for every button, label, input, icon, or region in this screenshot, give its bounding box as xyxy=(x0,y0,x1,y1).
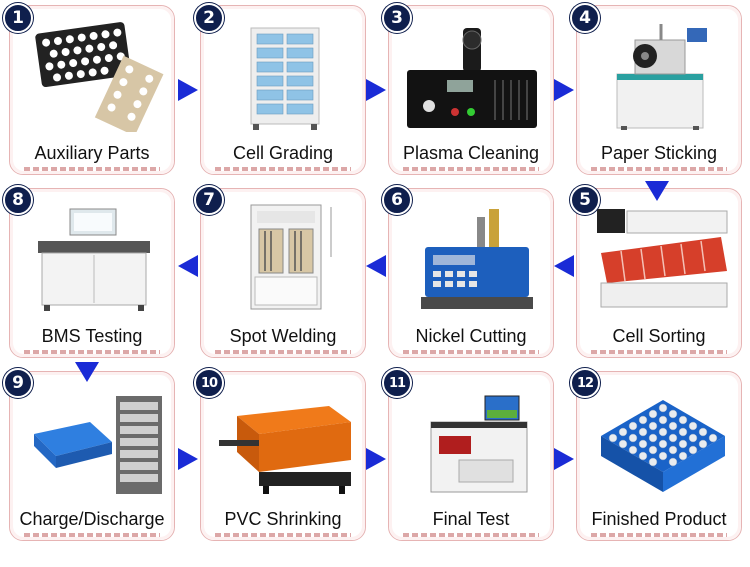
flow-arrow-right xyxy=(366,448,386,470)
charge-discharge-image xyxy=(34,396,162,494)
flow-arrow-right xyxy=(554,448,574,470)
card-stripe xyxy=(215,533,351,537)
step-card-finished-product: Finished Product xyxy=(576,371,742,541)
card-stripe xyxy=(215,167,351,171)
step-card-cell-grading: Cell Grading xyxy=(200,5,366,175)
finished-product-image xyxy=(601,400,725,492)
step-number-badge: 5 xyxy=(570,185,600,215)
flow-arrow-down xyxy=(645,181,669,201)
paper-sticking-image xyxy=(616,24,707,130)
step-label: Spot Welding xyxy=(229,326,337,346)
final-test-image xyxy=(430,395,528,493)
nickel-cutting-image xyxy=(421,209,533,309)
step-number-badge: 8 xyxy=(3,185,33,215)
flow-arrow-right xyxy=(554,79,574,101)
flow-arrow-down xyxy=(75,362,99,382)
flow-arrow-left xyxy=(554,255,574,277)
plasma-cleaning-image xyxy=(407,28,537,128)
step-label: Cell Sorting xyxy=(612,326,706,346)
step-number-badge: 9 xyxy=(3,368,33,398)
step-label: Charge/Discharge xyxy=(19,509,165,529)
auxiliary-parts-image xyxy=(35,22,164,132)
step-card-paper-sticking: Paper Sticking xyxy=(576,5,742,175)
step-card-final-test: Final Test xyxy=(388,371,554,541)
card-stripe xyxy=(215,350,351,354)
step-card-plasma-cleaning: Plasma Cleaning xyxy=(388,5,554,175)
card-stripe xyxy=(24,350,160,354)
step-label: PVC Shrinking xyxy=(224,509,342,529)
cell-sorting-image xyxy=(597,209,728,308)
step-label: Cell Grading xyxy=(232,143,334,163)
cell-grading-image xyxy=(250,27,320,130)
card-stripe xyxy=(403,350,539,354)
step-number-badge: 2 xyxy=(194,3,224,33)
card-stripe xyxy=(403,533,539,537)
step-label: Finished Product xyxy=(591,509,727,529)
pvc-shrinking-image xyxy=(219,406,351,494)
step-card-charge-discharge: Charge/Discharge xyxy=(9,371,175,541)
spot-welding-image xyxy=(250,204,332,310)
step-label: Paper Sticking xyxy=(600,143,718,163)
step-number-badge: 11 xyxy=(382,368,412,398)
step-label: Final Test xyxy=(432,509,510,529)
card-stripe xyxy=(24,167,160,171)
step-number-badge: 3 xyxy=(382,3,412,33)
card-stripe xyxy=(591,533,727,537)
step-label: Nickel Cutting xyxy=(415,326,527,346)
step-card-nickel-cutting: Nickel Cutting xyxy=(388,188,554,358)
card-stripe xyxy=(591,350,727,354)
flow-arrow-right xyxy=(178,448,198,470)
step-card-spot-welding: Spot Welding xyxy=(200,188,366,358)
step-label: Auxiliary Parts xyxy=(34,143,150,163)
step-card-cell-sorting: Cell Sorting xyxy=(576,188,742,358)
flow-arrow-left xyxy=(178,255,198,277)
card-stripe xyxy=(403,167,539,171)
bms-testing-image xyxy=(38,208,150,311)
step-number-badge: 7 xyxy=(194,185,224,215)
step-label: Plasma Cleaning xyxy=(402,143,540,163)
step-card-bms-testing: BMS Testing xyxy=(9,188,175,358)
flow-arrow-left xyxy=(366,255,386,277)
step-number-badge: 4 xyxy=(570,3,600,33)
step-card-pvc-shrinking: PVC Shrinking xyxy=(200,371,366,541)
step-number-badge: 10 xyxy=(194,368,224,398)
step-label: BMS Testing xyxy=(41,326,143,346)
flow-arrow-right xyxy=(178,79,198,101)
flow-arrow-right xyxy=(366,79,386,101)
step-number-badge: 12 xyxy=(570,368,600,398)
step-card-auxiliary-parts: Auxiliary Parts xyxy=(9,5,175,175)
step-number-badge: 1 xyxy=(3,3,33,33)
card-stripe xyxy=(591,167,727,171)
card-stripe xyxy=(24,533,160,537)
step-number-badge: 6 xyxy=(382,185,412,215)
